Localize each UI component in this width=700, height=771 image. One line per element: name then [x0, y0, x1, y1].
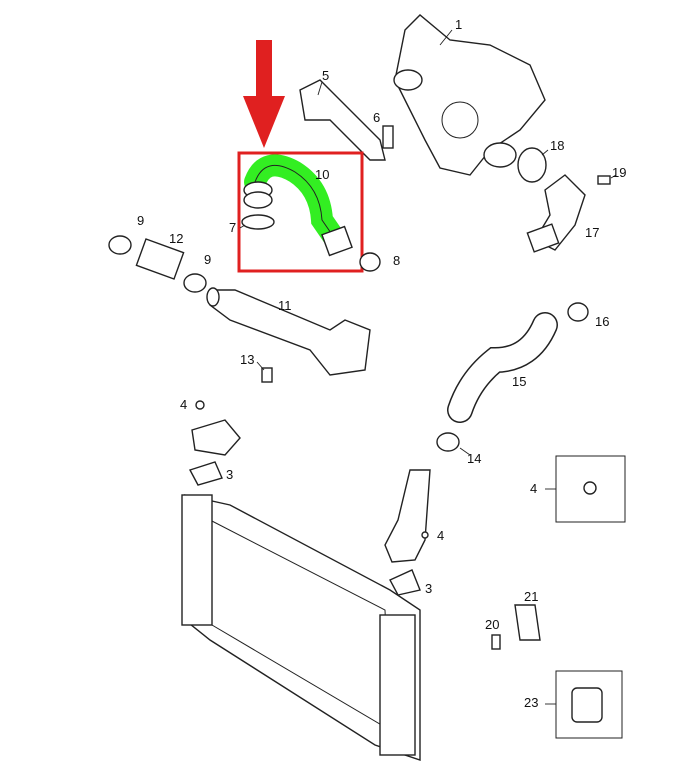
callout-12: 12: [169, 231, 184, 246]
callout-4c: 4: [437, 528, 445, 543]
callout-5: 5: [322, 68, 330, 83]
red-arrow-icon: [243, 40, 285, 148]
callout-14: 14: [467, 451, 482, 466]
bracket-part: [299, 79, 386, 161]
callout-3b: 3: [425, 581, 433, 596]
callout-16: 16: [595, 314, 610, 329]
bolt-part: [382, 125, 394, 149]
callout-17: 17: [585, 225, 600, 240]
callout-8: 8: [393, 253, 401, 268]
highlight-box: [237, 151, 364, 273]
callout-4: 4: [180, 397, 188, 412]
callout-18: 18: [550, 138, 565, 153]
callout-10: 10: [315, 167, 330, 182]
callout-15: 15: [512, 374, 527, 389]
callout-3: 3: [226, 467, 234, 482]
turbocharger-part: [393, 14, 546, 176]
callout-20: 20: [485, 617, 500, 632]
charge-pipe-part: [209, 289, 371, 376]
gasket-part: [517, 147, 547, 183]
callout-21: 21: [524, 589, 539, 604]
intercooler-radiator-part: [181, 494, 421, 761]
callout-4-box: 4: [530, 481, 538, 496]
callout-13: 13: [240, 352, 255, 367]
detail-box-23: [555, 670, 623, 739]
callout-19: 19: [612, 165, 627, 180]
callout-6: 6: [373, 110, 381, 125]
callout-23: 23: [524, 695, 539, 710]
callout-1: 1: [455, 17, 463, 32]
callout-7: 7: [229, 220, 237, 235]
callout-11: 11: [278, 298, 292, 313]
callout-9: 9: [137, 213, 145, 228]
callout-9b: 9: [204, 252, 212, 267]
